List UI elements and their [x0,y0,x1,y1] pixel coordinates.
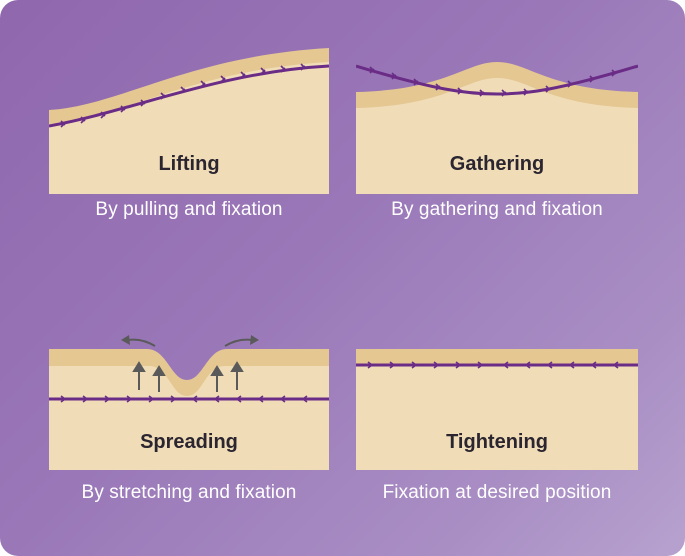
thread-barbs [369,66,617,97]
panel-title: Gathering [450,153,544,175]
spreading-illustration: Spreading [49,349,329,470]
panel-lifting: Lifting [49,48,329,194]
left-curved-arrow [127,338,156,347]
upward-arrows [132,361,244,392]
thread-barbs [60,395,308,403]
panel-spreading: Spreading [49,330,329,470]
thread-line [49,64,329,128]
thread-barbs [367,361,619,369]
panel-tightening: Tightening [356,349,638,470]
lifting-illustration: Lifting [49,48,329,194]
skin-inner-layer [356,78,638,194]
right-curved-arrow [224,338,253,347]
spreading-curved-arrows [121,335,259,347]
tightening-illustration: Tightening [356,349,638,470]
panel-title: Tightening [446,431,548,453]
skin-inner-layer [49,366,329,470]
skin-outer-layer [356,349,638,365]
panel-caption: By gathering and fixation [391,199,603,220]
skin-inner-layer [49,62,329,194]
panel-gathering: Gathering [356,60,638,194]
gathering-illustration: Gathering [356,62,638,194]
panel-caption: Fixation at desired position [382,482,612,503]
panel-caption: By stretching and fixation [81,482,297,503]
panel-caption: By pulling and fixation [95,199,283,220]
thread-barbs [60,63,306,128]
skin-inner-layer [356,365,638,470]
panel-title: Spreading [140,431,238,453]
panel-title: Lifting [158,153,219,175]
